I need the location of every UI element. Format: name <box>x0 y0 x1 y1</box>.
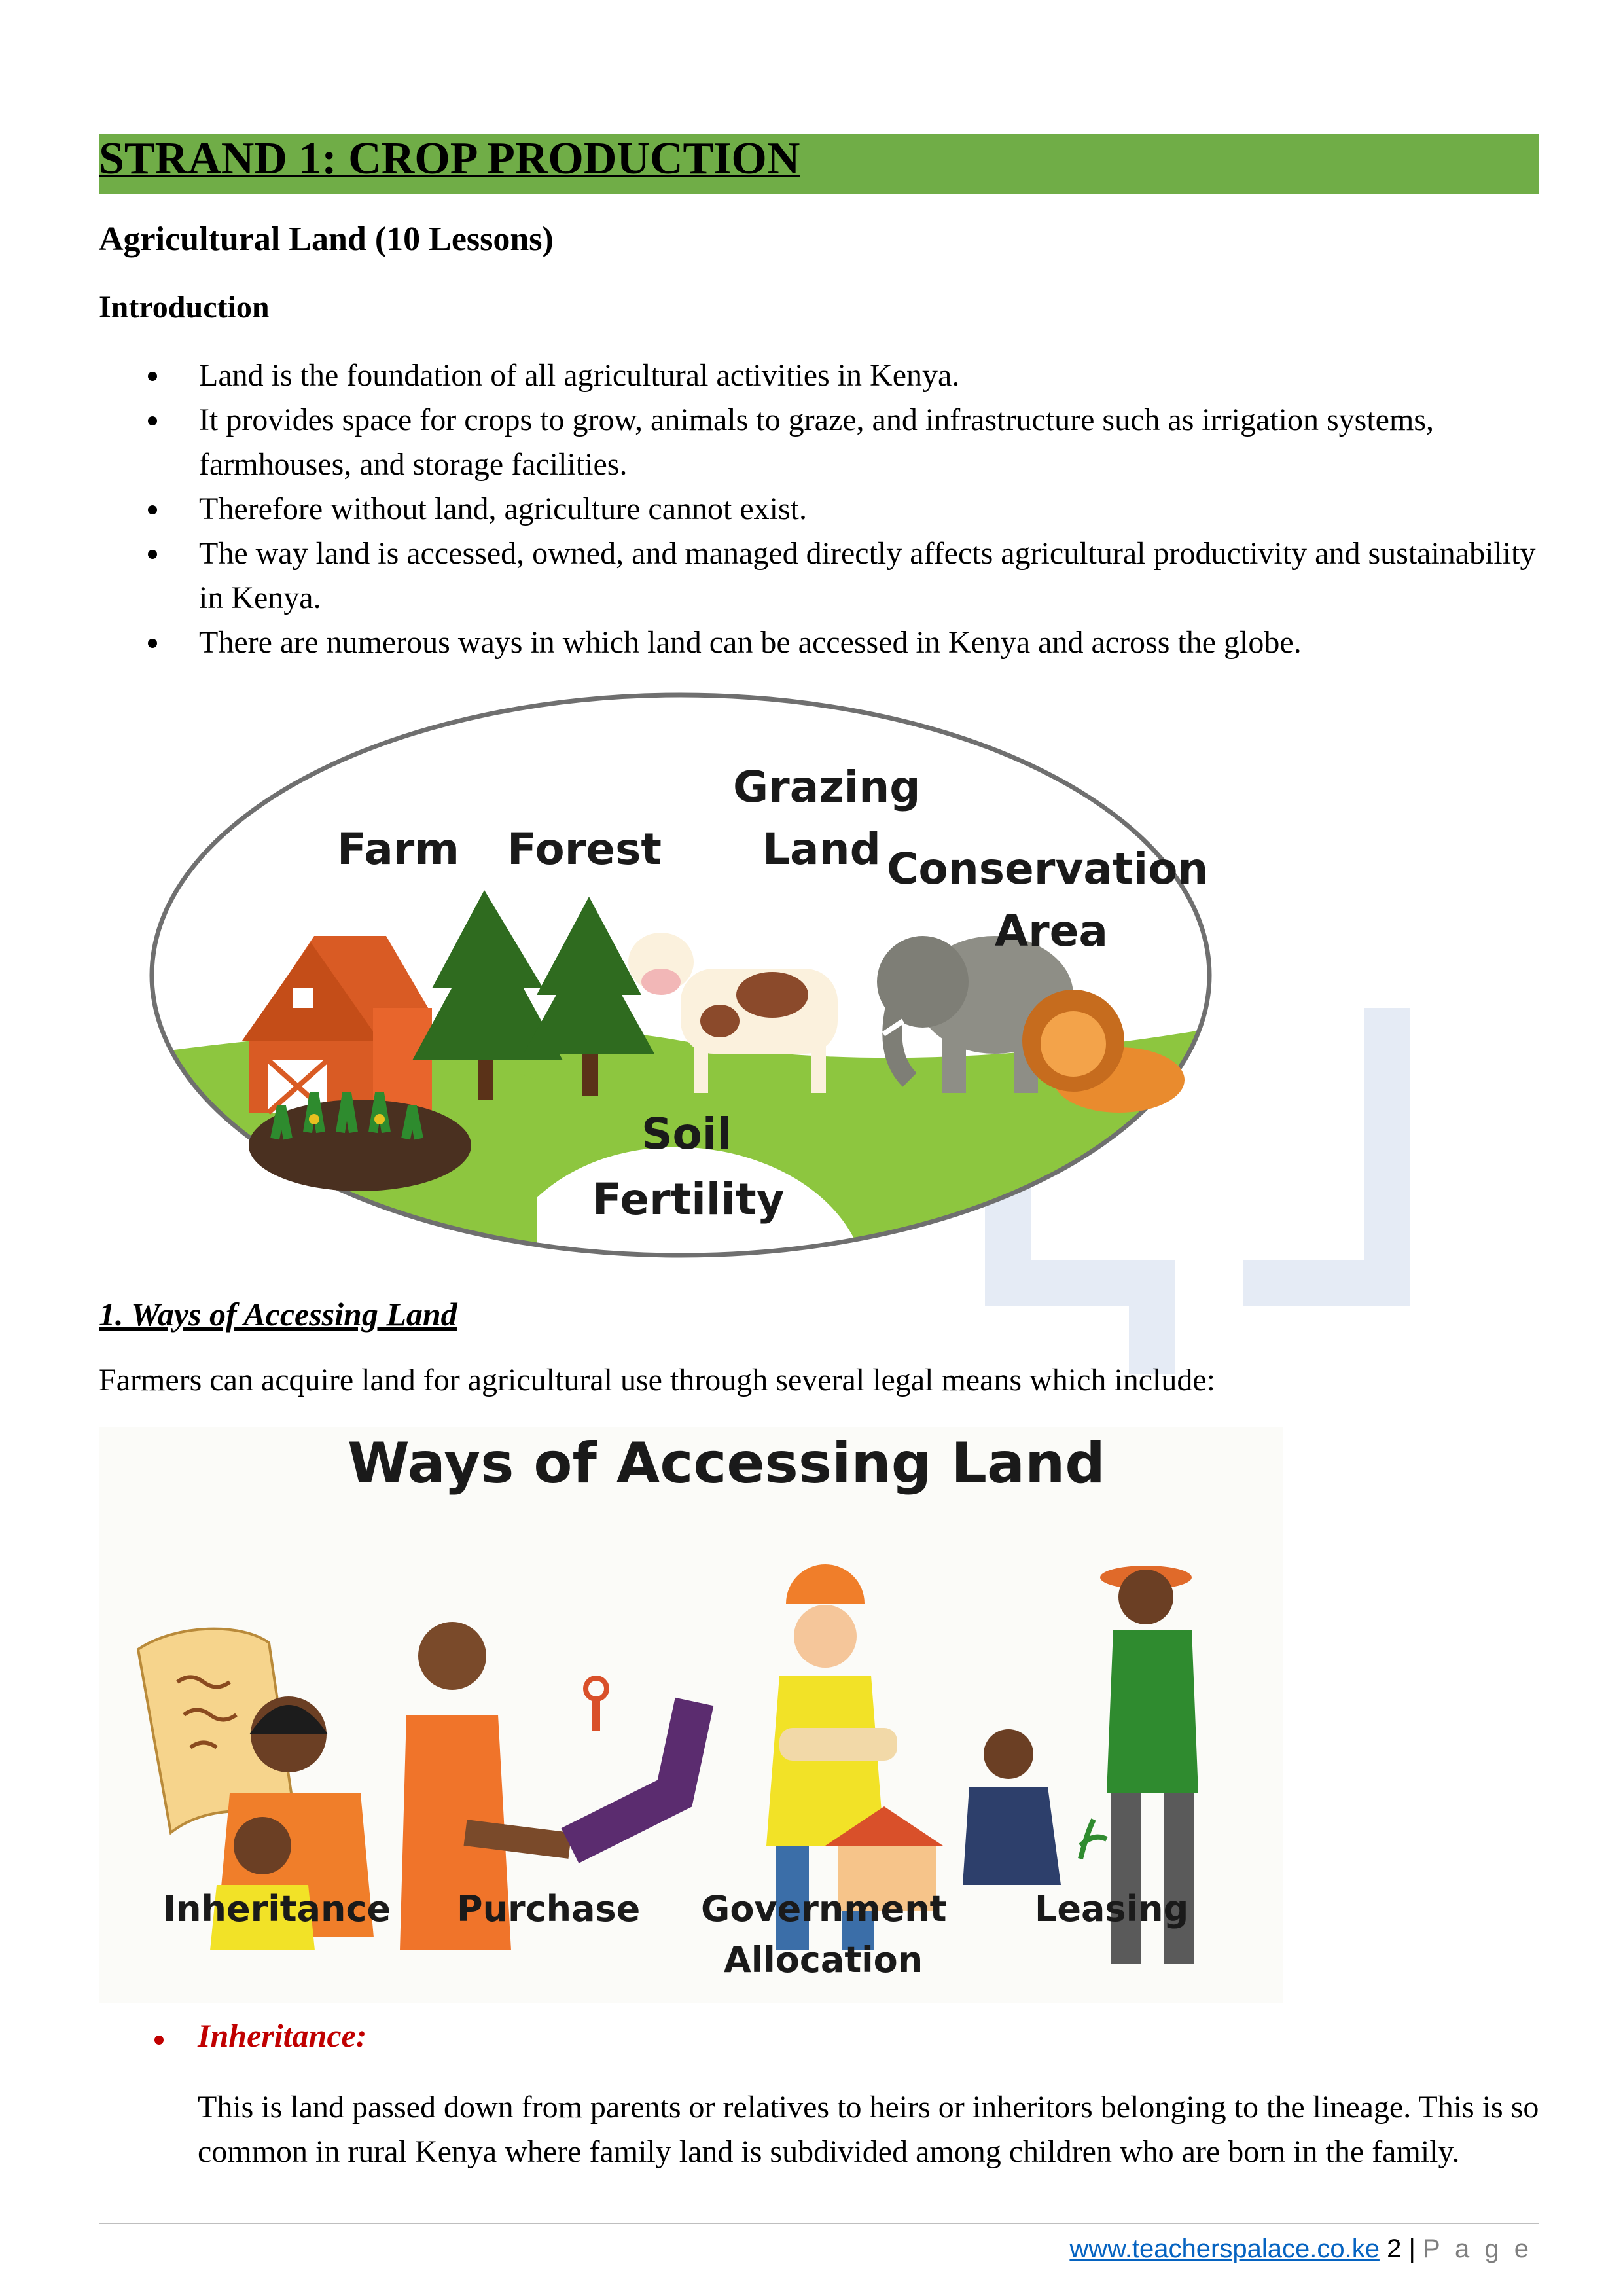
list-item: It provides space for crops to grow, ani… <box>144 398 1544 487</box>
family-inheritance-icon <box>136 1627 374 1950</box>
conservation-label-2: Area <box>995 906 1108 956</box>
list-item: Therefore without land, agriculture cann… <box>144 487 1544 531</box>
list-item: The way land is accessed, owned, and man… <box>144 531 1544 620</box>
footer-divider <box>99 2223 1539 2224</box>
access-diagram-title: Ways of Accessing Land <box>348 1431 1105 1496</box>
strand-banner: STRAND 1: CROP PRODUCTION <box>99 134 1539 194</box>
intro-heading: Introduction <box>99 290 270 325</box>
footer-separator: | <box>1408 2234 1416 2263</box>
tree-icon <box>412 890 654 1100</box>
leasing-label: Leasing <box>1035 1888 1188 1929</box>
soil-label: Soil <box>641 1109 732 1159</box>
conservation-label: Conservation <box>887 844 1208 894</box>
page-word: P a g e <box>1422 2234 1533 2263</box>
topic-heading: Agricultural Land (10 Lessons) <box>99 221 554 258</box>
grazing-label-2: Land <box>762 824 881 874</box>
lion-icon <box>1022 990 1185 1113</box>
page-footer: www.teacherspalace.co.ke 2 | P a g e <box>1069 2233 1533 2265</box>
cow-icon <box>628 933 838 1093</box>
government-label-2: Allocation <box>724 1939 923 1981</box>
footer-website-link[interactable]: www.teacherspalace.co.ke <box>1069 2234 1380 2263</box>
inheritance-label: Inheritance <box>163 1888 391 1929</box>
access-land-illustration: Ways of Accessing Land In <box>99 1427 1283 2003</box>
government-label: Government <box>701 1888 946 1929</box>
handshake-purchase-icon <box>400 1622 714 1950</box>
strand-title: STRAND 1: CROP PRODUCTION <box>99 134 800 184</box>
list-item: Land is the foundation of all agricultur… <box>144 353 1544 398</box>
inheritance-heading: Inheritance: <box>198 2017 367 2054</box>
inheritance-body: This is land passed down from parents or… <box>198 2090 1539 2169</box>
grazing-label: Grazing <box>733 762 921 812</box>
page-number: 2 <box>1387 2234 1402 2263</box>
forest-label: Forest <box>507 824 662 874</box>
section-intro: Farmers can acquire land for agricultura… <box>99 1363 1216 1397</box>
list-item: There are numerous ways in which land ca… <box>144 620 1544 665</box>
engineer-government-icon <box>766 1564 943 1950</box>
land-use-illustration: Farm Forest Grazing Land Conservation Ar… <box>149 692 1212 1258</box>
intro-bullet-list: Land is the foundation of all agricultur… <box>144 353 1544 665</box>
farmers-leasing-icon <box>963 1566 1198 1964</box>
section-title: 1. Ways of Accessing Land <box>99 1296 457 1333</box>
bullet-dot <box>154 2036 164 2045</box>
farm-label: Farm <box>337 824 459 874</box>
crops-icon <box>249 1092 471 1191</box>
soil-label-2: Fertility <box>592 1174 785 1225</box>
purchase-label: Purchase <box>457 1888 640 1929</box>
